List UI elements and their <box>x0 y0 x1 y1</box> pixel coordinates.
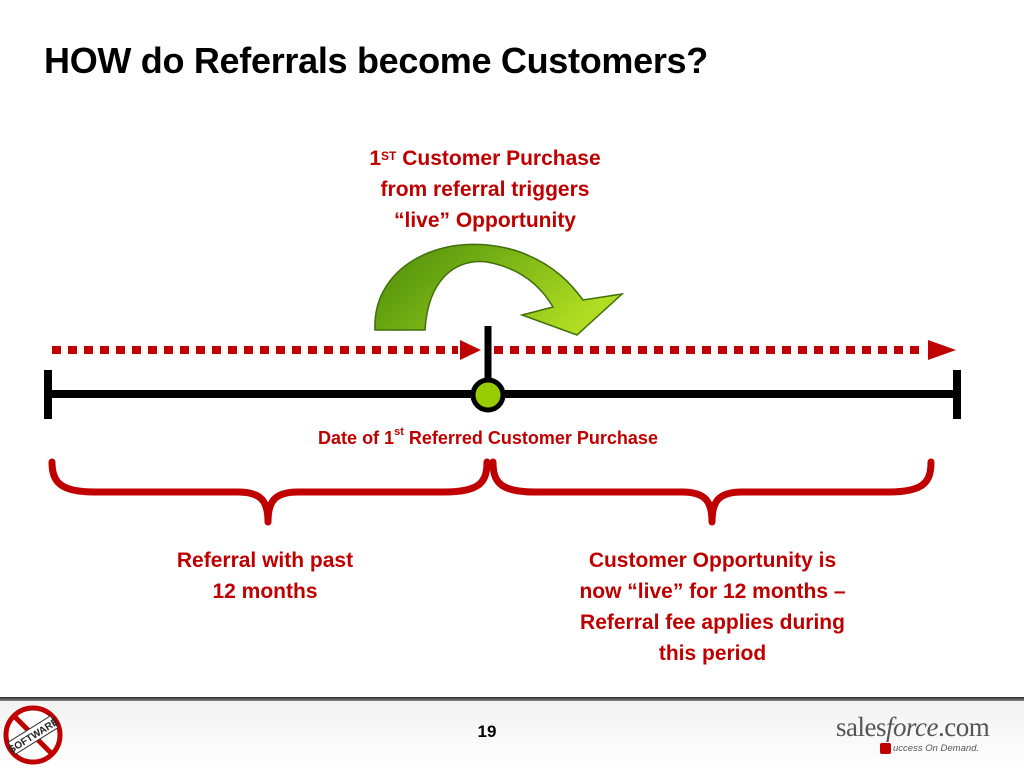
salesforce-tagline: uccess On Demand. <box>893 743 980 754</box>
right-dotted-arrowhead <box>928 340 956 360</box>
left-caption: Referral with past 12 months <box>125 545 405 607</box>
curved-arrow-icon <box>374 243 625 336</box>
trigger-line-1: 1ST Customer Purchase <box>369 147 601 170</box>
page-title: HOW do Referrals become Customers? <box>44 40 708 81</box>
footer-background <box>0 701 1024 768</box>
trigger-line-2: from referral triggers <box>380 178 590 201</box>
circle-marker-icon <box>470 377 506 413</box>
salesforce-wordmark: salesforce.com <box>836 712 990 742</box>
right-caption: Customer Opportunity is now “live” for 1… <box>535 545 890 669</box>
footer-divider <box>0 697 1024 701</box>
trigger-line-3: “live” Opportunity <box>393 209 576 232</box>
salesforce-s-icon <box>880 743 891 754</box>
right-caption-line-1: Customer Opportunity is <box>588 549 837 572</box>
left-brace-icon <box>48 458 491 526</box>
left-caption-line-1: Referral with past <box>176 549 354 572</box>
trigger-caption: 1ST Customer Purchase from referral trig… <box>310 143 660 236</box>
left-caption-line-2: 12 months <box>212 580 318 603</box>
page-number: 19 <box>477 722 497 741</box>
left-dotted-arrowhead <box>460 340 481 360</box>
right-caption-line-4: this period <box>658 642 767 665</box>
right-caption-line-3: Referral fee applies during <box>580 611 845 634</box>
no-software-logo: SOFTWARE <box>3 705 63 765</box>
timeline-diagram <box>44 243 961 526</box>
date-label: Date of 1st Referred Customer Purchase <box>318 426 658 448</box>
salesforce-logo: salesforce.com uccess On Demand. <box>836 712 996 762</box>
right-caption-line-2: now “live” for 12 months – <box>579 580 846 603</box>
right-brace-icon <box>489 458 935 526</box>
